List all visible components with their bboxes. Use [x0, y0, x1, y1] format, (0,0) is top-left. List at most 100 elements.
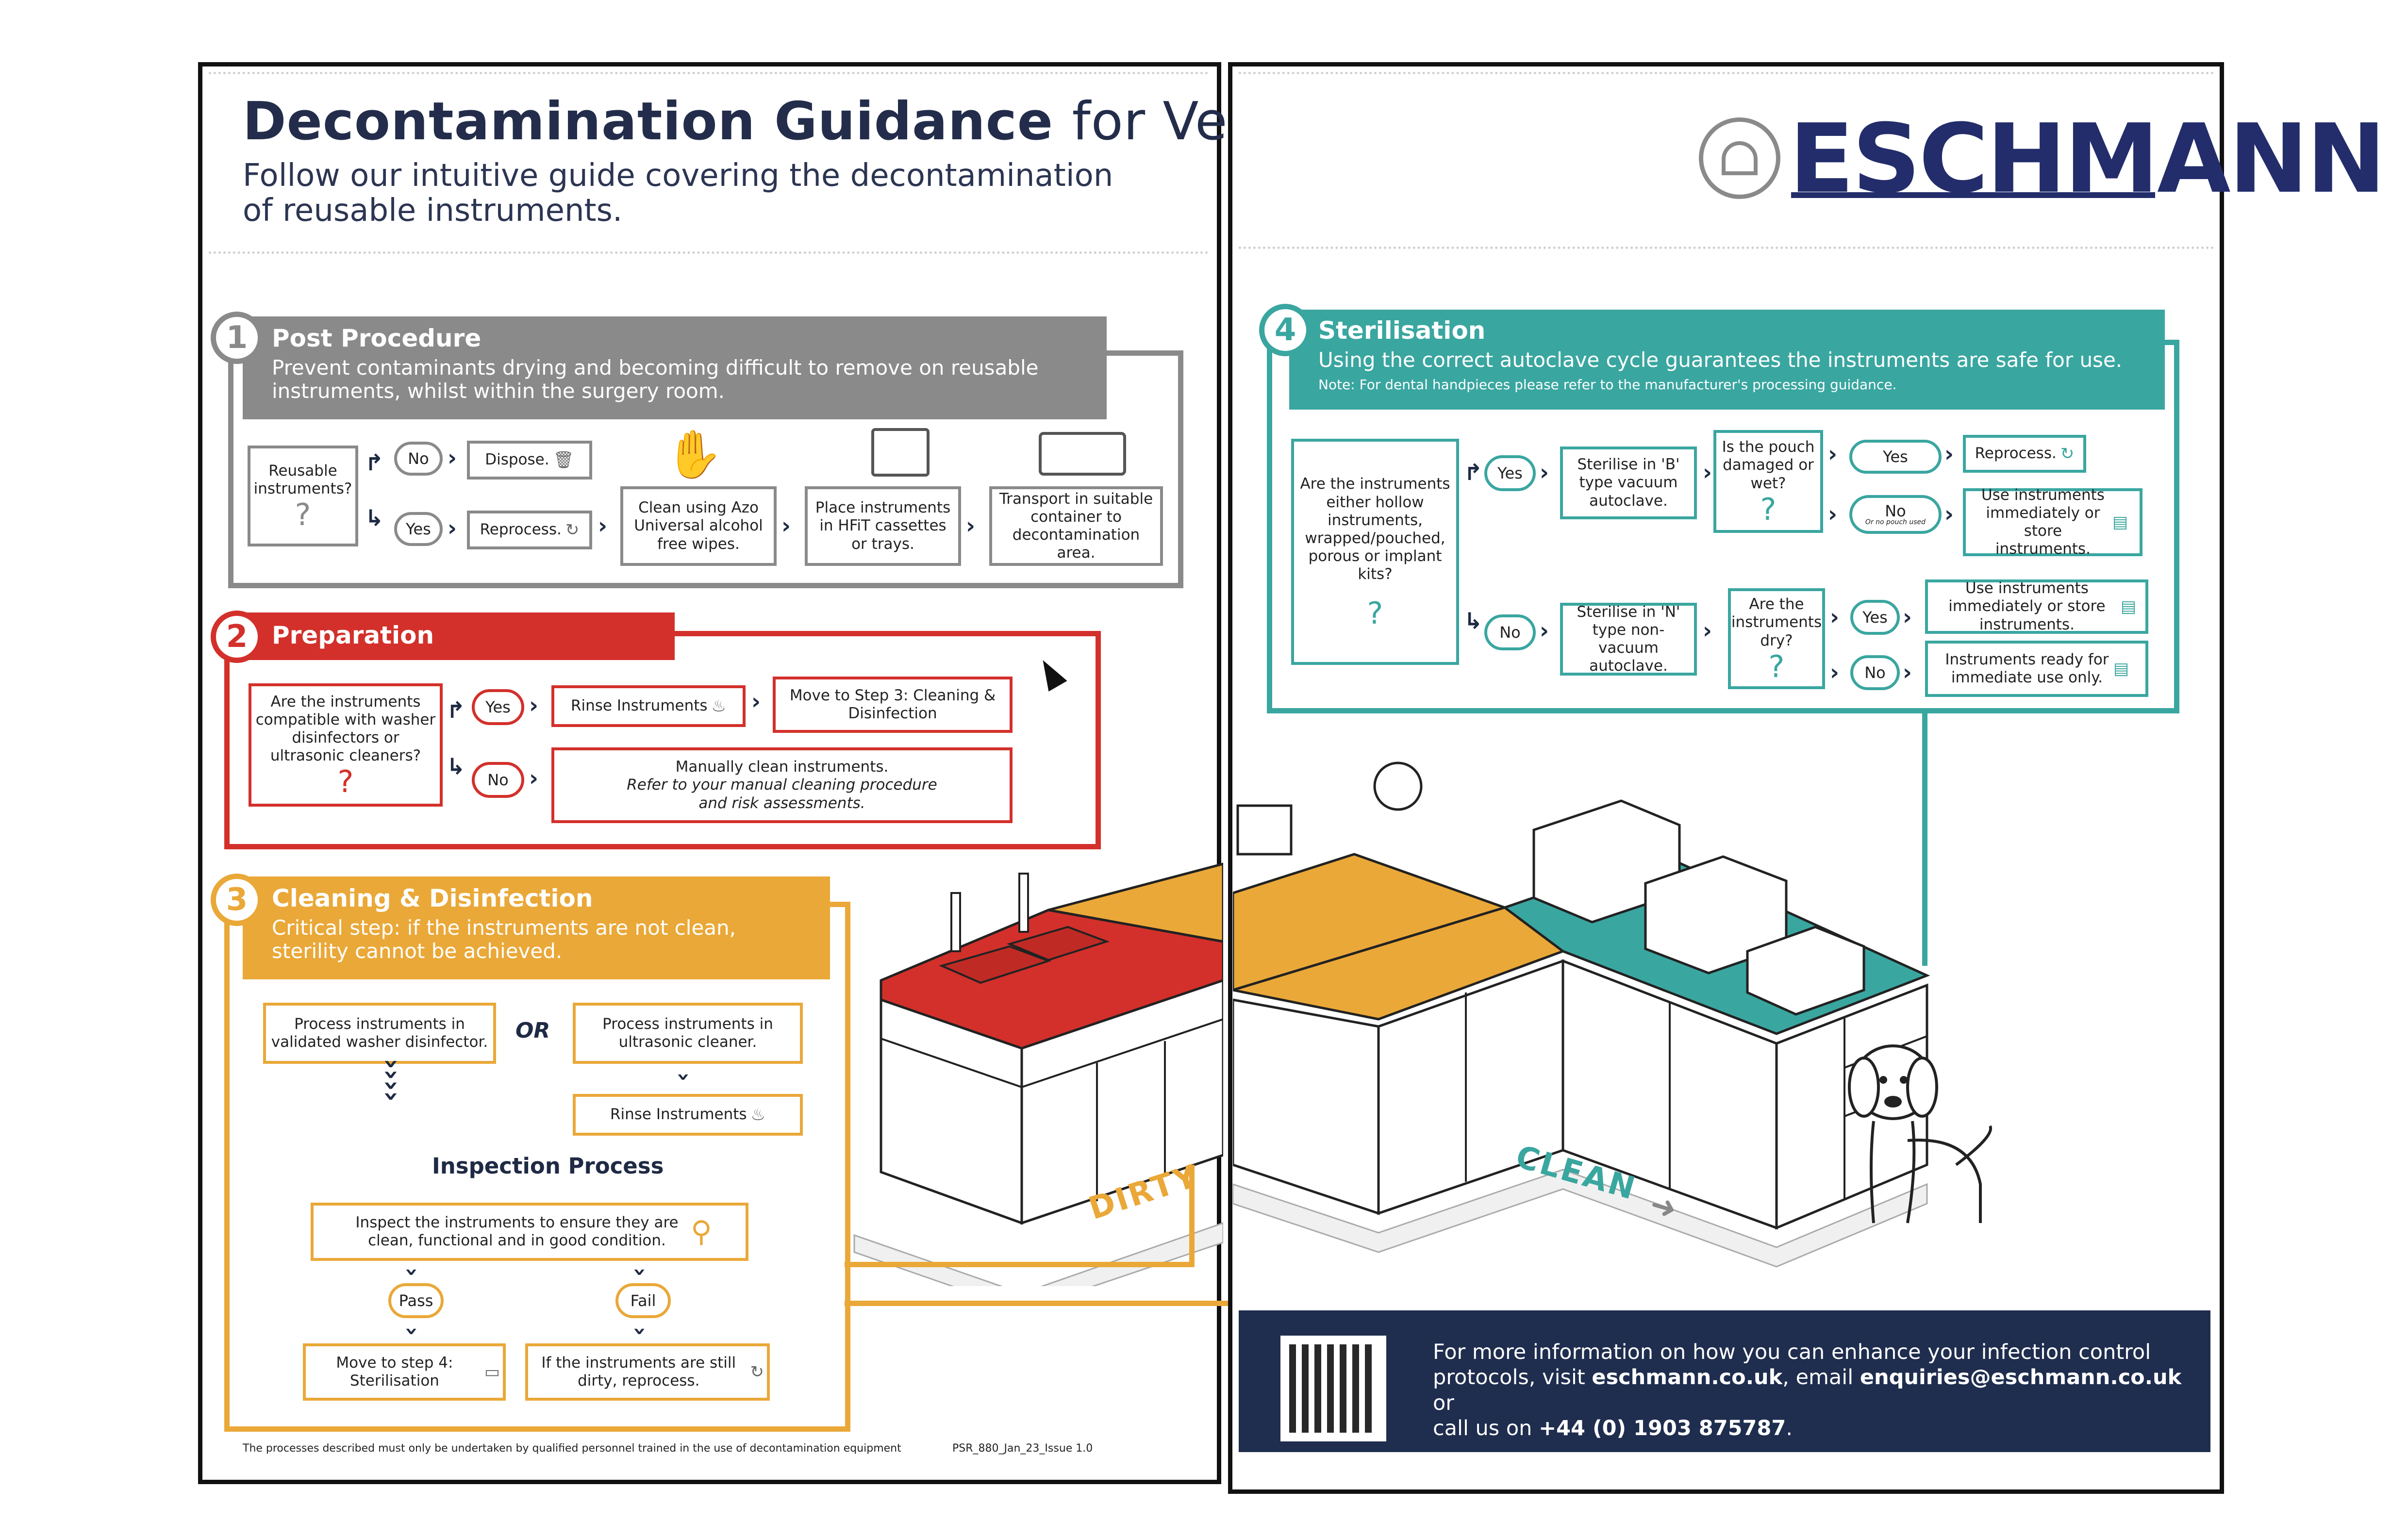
s4-yes-pill: Yes [1484, 455, 1536, 491]
section1-banner: Post Procedure Prevent contaminants dryi… [243, 316, 1107, 419]
s1-transport-box: Transport in suitable container to decon… [989, 486, 1163, 566]
s4-ready-text: Instruments ready for immediate use only… [1945, 650, 2109, 686]
top-dotted-rule-left [209, 72, 1209, 74]
s3-rinse-text: Rinse Instruments [610, 1106, 747, 1124]
s3-inspection-title: Inspection Process [432, 1153, 664, 1179]
footer-code: PSR_880_Jan_23_Issue 1.0 [952, 1442, 1093, 1455]
top-dotted-rule-right [1239, 72, 2214, 74]
question-mark-icon: ? [337, 764, 354, 800]
eschmann-underline [1791, 192, 2155, 198]
section2-title: Preparation [272, 621, 434, 649]
cabinet-front-right-a [1233, 998, 1380, 1215]
section4-desc: Using the correct autoclave cycle guaran… [1318, 348, 2123, 372]
s4-use-store-box: Use instruments immediately or store ins… [1963, 486, 2142, 558]
wipe-hand-icon: ✋ [665, 427, 723, 481]
autoclave-icon: ▭ [484, 1362, 500, 1382]
s1-arrow-no: ↱ [365, 449, 384, 476]
section1-title: Post Procedure [272, 324, 482, 352]
s3-inspect-text: Inspect the instruments to ensure they a… [355, 1213, 679, 1249]
title-bold: Decontamination Guidance [243, 91, 1054, 152]
s3-arrow-dirty: › [627, 1326, 654, 1336]
s1-dispose-text: Dispose. [485, 451, 549, 469]
tray-icon: ▤ [2120, 596, 2137, 616]
s4-arrow-b: › [1540, 459, 1549, 485]
s4-arrow-n: › [1540, 617, 1549, 644]
s4-dry-question-text: Are the instruments dry? [1731, 595, 1822, 649]
info-line3-post: . [1786, 1416, 1793, 1441]
s4-arrow-dry-yes: › [1830, 604, 1839, 630]
section1-desc: Prevent contaminants drying and becoming… [272, 356, 1039, 403]
s4-pouch-question-text: Is the pouch damaged or wet? [1722, 438, 1815, 492]
section2-outline [224, 631, 1101, 849]
s2-arrow-yes: ↱ [447, 697, 465, 723]
s4-arrow-pouch: › [1703, 459, 1712, 485]
s3-arrow-move4: › [399, 1326, 426, 1336]
lamp [1373, 761, 1423, 811]
section2-number-badge: 2 [211, 611, 263, 663]
info-line2: protocols, visit eschmann.co.uk, email e… [1433, 1365, 2190, 1416]
s1-arrow-dispose: › [448, 445, 457, 471]
s1-dispose-box: Dispose.🗑 [467, 441, 592, 480]
s1-yes-pill: Yes [394, 512, 443, 546]
section3-desc: Critical step: if the instruments are no… [272, 916, 736, 963]
tap-icon: ♨ [711, 696, 727, 716]
tray-icon: ▤ [2112, 512, 2128, 532]
s4-use-store-text: Use instruments immediately or store ins… [1981, 486, 2105, 558]
s4-b-type-box: Sterilise in 'B' type vacuum autoclave. [1560, 447, 1697, 519]
reprocess-hand-icon: ↻ [750, 1362, 764, 1382]
s4-ready-box: Instruments ready for immediate use only… [1925, 641, 2148, 697]
info-bar: For more information on how you can enha… [1239, 1310, 2210, 1452]
info-email-link[interactable]: enquiries@eschmann.co.uk [1860, 1365, 2182, 1390]
s1-arrow-transport: › [966, 513, 975, 539]
section1-outline-right-v [1178, 350, 1183, 360]
section1-number-badge: 1 [211, 312, 263, 364]
dirty-worktop-illustration [853, 862, 1223, 1286]
cassette-icon [871, 428, 930, 477]
s4-use-store2-text: Use instruments immediately or store ins… [1948, 579, 2106, 633]
page-title: Decontamination Guidance for Vets [243, 91, 1277, 152]
s4-pouch-no-pill: No Or no pouch used [1849, 495, 1942, 534]
question-mark-icon: ? [1367, 595, 1383, 631]
s4-arrow-pouch-yes: › [1828, 441, 1837, 467]
qr-code-icon [1280, 1336, 1386, 1441]
s2-arrow-rinse: › [529, 692, 538, 718]
info-website-link[interactable]: eschmann.co.uk [1592, 1365, 1783, 1390]
s4-arrow-ready: › [1903, 659, 1912, 685]
info-line1: For more information on how you can enha… [1433, 1340, 2151, 1364]
s2-arrow-move: › [751, 688, 761, 714]
eschmann-emblem-icon [1699, 117, 1780, 199]
s1-arrow-place: › [781, 513, 791, 539]
tap-icon: ♨ [750, 1105, 766, 1125]
s3-arrow-fail: › [627, 1267, 654, 1277]
wall-box [1236, 804, 1293, 856]
s4-arrow-yes: ↱ [1464, 459, 1483, 485]
s2-manual-line1: Manually clean instruments. [675, 758, 889, 776]
s1-question-text: Reusable instruments? [253, 462, 352, 497]
s2-arrow-no: ↳ [447, 753, 465, 779]
section1-outline-right [1102, 350, 1183, 356]
s2-no-pill: No [472, 762, 524, 798]
info-phone[interactable]: +44 (0) 1903 875787 [1539, 1416, 1786, 1441]
header-dotted-rule [209, 251, 1209, 254]
s1-reprocess-text: Reprocess. [480, 521, 562, 539]
s4-connector-v [1922, 709, 1927, 966]
section4-outline [1267, 340, 2179, 713]
info-line2-mid: , email [1782, 1365, 1860, 1390]
eschmann-wordmark: ESCHMANN [1789, 104, 2386, 215]
s2-manual-box: Manually clean instruments. Refer to you… [551, 747, 1013, 823]
s4-pouch-yes-pill: Yes [1849, 440, 1942, 474]
info-line2-pre: protocols, visit [1433, 1365, 1592, 1390]
s3-or-label: OR [515, 1018, 550, 1043]
s4-arrow-reprocess: › [1944, 441, 1954, 467]
s4-arrow-pouch-no: › [1828, 501, 1837, 527]
s4-reprocess-text: Reprocess. [1975, 445, 2057, 463]
section4-note: Note: For dental handpieces please refer… [1318, 377, 1897, 393]
section3-outline [224, 902, 850, 1432]
bin-icon: 🗑 [553, 450, 574, 470]
s3-arrow-ultra-rinse: › [671, 1072, 697, 1082]
cabinet-side [1020, 979, 1223, 1225]
s3-move4-text: Move to step 4: Sterilisation [336, 1354, 453, 1389]
s4-pouch-no-text: No [1885, 502, 1906, 520]
s4-reprocess-box: Reprocess.↻ [1963, 435, 2086, 473]
dog-illustration [1848, 1044, 1993, 1224]
